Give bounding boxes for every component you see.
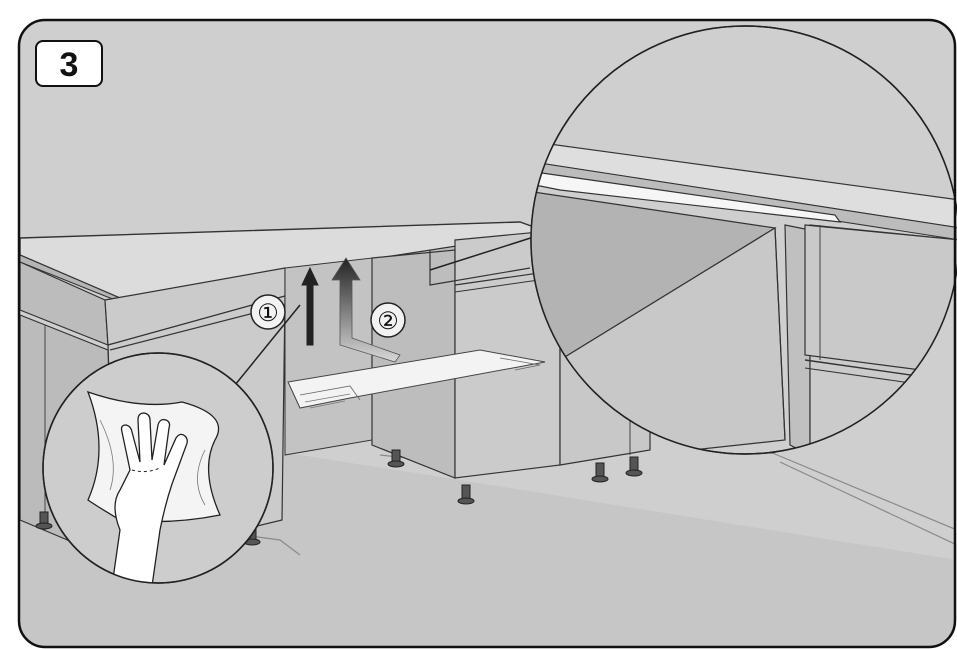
callout-1: ① xyxy=(250,294,286,330)
callout-2: ② xyxy=(370,302,406,338)
cloth-wipe-icon xyxy=(42,352,274,584)
callout-2-label: ② xyxy=(377,308,399,335)
arrow-up-icon xyxy=(301,266,319,346)
figure-frame xyxy=(17,18,957,649)
step-number: 3 xyxy=(60,46,79,84)
callout-1-label: ① xyxy=(257,300,279,327)
protective-strip-icon xyxy=(287,349,546,409)
step-number-badge: 3 xyxy=(35,40,103,87)
arrow-up-icon xyxy=(331,257,401,363)
